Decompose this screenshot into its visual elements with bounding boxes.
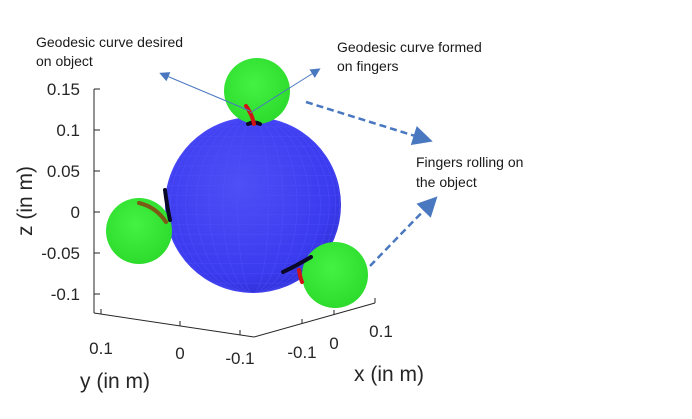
axis-frame	[93, 89, 376, 338]
y-tick-label: 0.1	[89, 339, 113, 358]
annotation-desired-line2: on object	[36, 53, 93, 69]
mesh-line	[170, 117, 336, 293]
x-tick-label: 0.1	[369, 322, 393, 341]
object-sphere-mesh	[165, 117, 341, 293]
x-tick-label: 0	[329, 334, 338, 353]
finger-curve-top	[244, 104, 256, 126]
object-curve-right	[281, 255, 313, 274]
x-axis-line	[253, 302, 376, 338]
y-axis-label: y (in m)	[80, 370, 150, 393]
annotation-rolling: Fingers rolling on the object	[416, 154, 523, 190]
annotation-formed-line2: on fingers	[337, 58, 398, 74]
arrow-formed	[249, 68, 321, 114]
z-tick-label: 0.15	[47, 80, 80, 99]
annotation-arrows	[159, 68, 438, 267]
arrow-rolling-top	[305, 100, 433, 146]
z-tick-label: 0	[71, 203, 80, 222]
arrow-rolling-bottom	[369, 196, 438, 267]
annotation-rolling-line1: Fingers rolling on	[416, 154, 523, 170]
z-tick-label: -0.1	[51, 285, 80, 304]
y-tick-label: 0	[175, 344, 184, 363]
annotation-desired: Geodesic curve desired on object	[36, 34, 183, 69]
annotation-formed-line1: Geodesic curve formed	[337, 39, 482, 55]
y-tick-label: -0.1	[225, 349, 254, 368]
finger-curve-left	[137, 201, 168, 224]
z-tick-label: -0.05	[41, 244, 80, 263]
mesh-line	[185, 117, 321, 293]
mesh-line	[222, 117, 284, 293]
finger-sphere-top	[224, 58, 290, 124]
tick-marks	[94, 88, 376, 335]
annotation-rolling-line2: the object	[416, 174, 477, 190]
finger-sphere-right	[302, 242, 368, 308]
arrow-desired	[159, 72, 251, 112]
x-tick-label: -0.1	[287, 343, 316, 362]
geodesic-curves	[137, 104, 313, 284]
mesh-line	[196, 117, 310, 293]
y-tick-labels: 0.1 0 -0.1	[89, 339, 254, 368]
finger-sphere-left	[106, 198, 172, 264]
annotation-desired-line1: Geodesic curve desired	[36, 34, 183, 50]
z-tick-label: 0.1	[56, 121, 80, 140]
y-axis-line	[93, 312, 255, 338]
mesh-line	[208, 117, 298, 293]
mesh-line	[237, 117, 269, 293]
object-curve-left	[163, 188, 172, 222]
x-axis-label: x (in m)	[354, 363, 424, 386]
z-axis-label: z (in m)	[14, 166, 37, 236]
x-tick-labels: -0.1 0 0.1	[287, 322, 392, 362]
z-tick-labels: 0.15 0.1 0.05 0 -0.05 -0.1	[41, 80, 80, 304]
object-sphere	[165, 117, 341, 293]
z-tick-label: 0.05	[47, 162, 80, 181]
mesh-line	[176, 117, 330, 293]
finger-curve-right	[297, 268, 304, 284]
annotation-formed: Geodesic curve formed on fingers	[337, 39, 482, 74]
